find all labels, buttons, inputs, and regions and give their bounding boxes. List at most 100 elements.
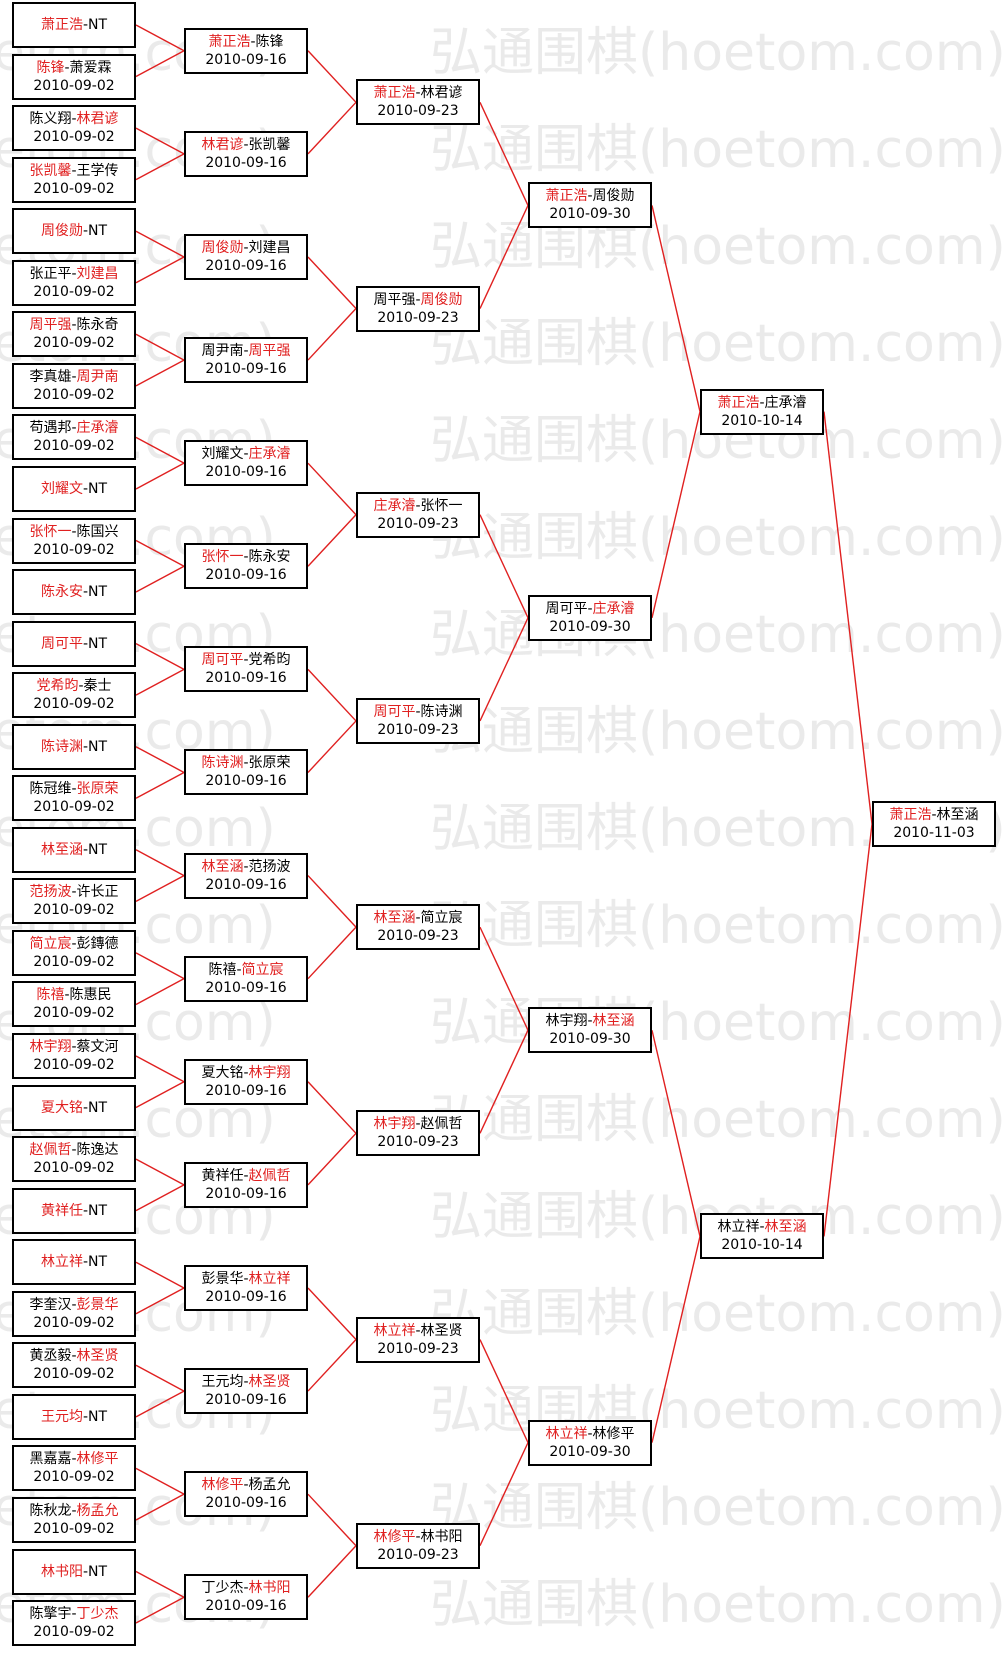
player-2-name: 赵佩哲 — [420, 1116, 463, 1133]
match-date: 2010-09-02 — [33, 129, 115, 146]
match-players: 林宇翔-林至涵 — [545, 1012, 634, 1030]
player-2-name: 张原荣 — [76, 781, 119, 798]
player-2-name: NT — [88, 1254, 108, 1271]
player-1-name: 简立宸 — [29, 935, 72, 952]
versus-separator: - — [415, 910, 421, 927]
player-1-name: 陈诗渊 — [40, 738, 83, 755]
match-players: 林宇翔-赵佩哲 — [373, 1115, 462, 1133]
match-date: 2010-09-02 — [33, 1314, 115, 1331]
player-1-name: 张凯馨 — [29, 162, 72, 179]
match-date: 2010-09-02 — [33, 696, 115, 713]
versus-separator: - — [415, 1322, 421, 1339]
versus-separator: - — [243, 1167, 249, 1184]
match-players: 周可平-NT — [41, 635, 107, 653]
match-date: 2010-09-02 — [33, 77, 115, 94]
connector-r1-9 — [135, 436, 185, 464]
match-players: 庄承濬-张怀一 — [373, 497, 462, 515]
connector-r1-14 — [135, 668, 185, 696]
player-2-name: 赵佩哲 — [248, 1167, 291, 1184]
watermark-text: 弘通围棋(hoetom.com) — [430, 120, 1005, 180]
connector-r1-18 — [135, 874, 185, 902]
versus-separator: - — [71, 1039, 77, 1055]
player-1-name: 周俊勋 — [40, 223, 83, 240]
versus-separator: - — [71, 935, 77, 952]
player-2-name: 简立宸 — [420, 910, 463, 927]
match-date: 2010-09-16 — [205, 361, 287, 378]
match-players: 党希昀-秦士 — [36, 677, 111, 695]
player-1-name: 范扬波 — [29, 884, 72, 901]
match-date: 2010-09-30 — [549, 618, 631, 635]
player-1-name: 萧正浩 — [717, 394, 760, 411]
watermark-text: 弘通围棋(hoetom.com) — [430, 314, 1005, 374]
connector-r1-15 — [135, 746, 185, 774]
player-1-name: 林君谚 — [201, 136, 244, 153]
match-date: 2010-09-23 — [377, 515, 459, 532]
versus-separator: - — [236, 961, 242, 978]
player-2-name: 刘建昌 — [248, 239, 291, 256]
watermark-text: 弘通围棋(hoetom.com) — [430, 605, 1005, 665]
match-players: 王元均-林圣贤 — [201, 1373, 290, 1391]
match-players: 陈永安-NT — [41, 583, 107, 601]
versus-separator: - — [250, 33, 256, 50]
versus-separator: - — [71, 781, 77, 798]
match-players: 林至涵-NT — [41, 841, 107, 859]
versus-separator: - — [71, 368, 77, 385]
player-2-name: NT — [88, 223, 108, 240]
player-1-name: 周平强 — [373, 291, 416, 308]
versus-separator: - — [82, 1099, 89, 1116]
versus-separator: - — [71, 162, 77, 179]
match-box-r1-17: 林至涵-NT — [12, 826, 136, 873]
versus-separator: - — [71, 1502, 77, 1519]
match-players: 周俊勋-NT — [41, 222, 107, 240]
player-1-name: 黄祥任 — [201, 1167, 244, 1184]
match-players: 陈冠维-张原荣 — [29, 780, 118, 798]
player-2-name: 庄承濬 — [764, 394, 807, 411]
match-players: 萧正浩-周俊勋 — [545, 187, 634, 205]
connector-r1-19 — [135, 952, 185, 980]
match-box-r1-31: 林书阳-NT — [12, 1548, 136, 1595]
match-players: 林君谚-张凯馨 — [201, 136, 290, 154]
match-players: 周可平-庄承濬 — [545, 600, 634, 618]
player-1-name: 黄丞毅 — [29, 1348, 72, 1365]
match-date: 2010-09-16 — [205, 154, 287, 171]
match-players: 林立祥-林圣贤 — [373, 1322, 462, 1340]
player-1-name: 周尹南 — [201, 343, 244, 360]
connector-r3-4 — [479, 617, 529, 722]
versus-separator: - — [415, 291, 421, 308]
match-date: 2010-09-23 — [377, 1546, 459, 1563]
match-players: 苟遇邦-庄承濬 — [29, 419, 118, 437]
match-box-r1-28: 王元均-NT — [12, 1393, 136, 1440]
match-date: 2010-09-30 — [549, 206, 631, 223]
match-date: 2010-09-16 — [205, 567, 287, 584]
match-players: 黄丞毅-林圣贤 — [29, 1347, 118, 1365]
player-2-name: NT — [88, 1408, 108, 1425]
player-2-name: 林立祥 — [248, 1270, 291, 1287]
connector-r1-17 — [135, 849, 185, 877]
player-1-name: 赵佩哲 — [29, 1142, 72, 1159]
player-2-name: 林至涵 — [592, 1013, 635, 1030]
player-1-name: 林宇翔 — [545, 1013, 588, 1030]
player-1-name: 黄祥任 — [40, 1202, 83, 1219]
player-2-name: 陈永安 — [248, 549, 291, 566]
versus-separator: - — [64, 987, 70, 1004]
player-2-name: NT — [88, 1099, 108, 1116]
player-1-name: 李真雄 — [29, 368, 72, 385]
match-players: 黑嘉嘉-林修平 — [29, 1450, 118, 1468]
connector-r3-2 — [479, 205, 529, 309]
connector-r2-16 — [307, 1545, 357, 1598]
player-2-name: NT — [88, 635, 108, 652]
